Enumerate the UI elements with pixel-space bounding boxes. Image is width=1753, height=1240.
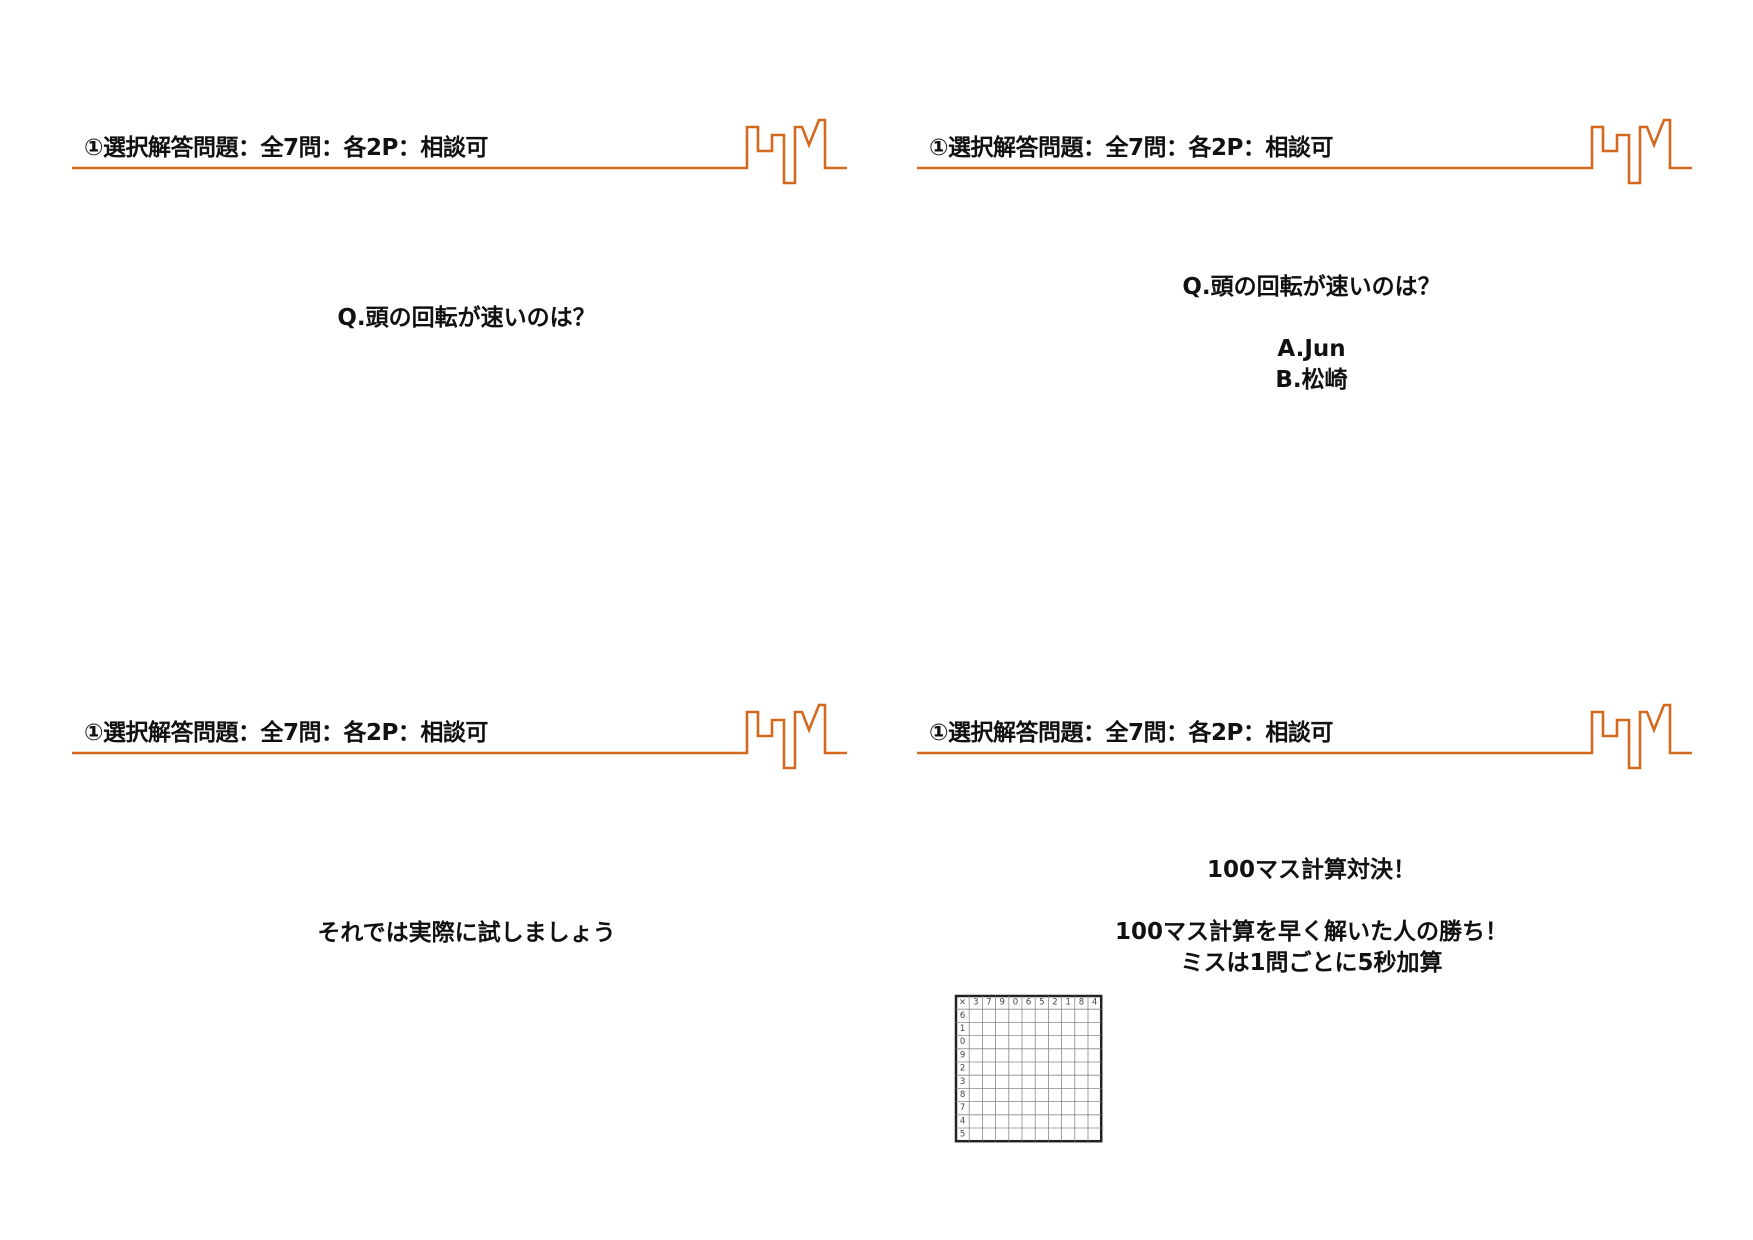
slide-header-title: ①選択解答問題：全7問：各2P：相談可 bbox=[929, 720, 1333, 746]
blank-line bbox=[929, 303, 1694, 334]
slide-3: ①選択解答問題：全7問：各2P：相談可 それでは実際に試しましょう bbox=[72, 585, 862, 1145]
header-skyline-line bbox=[917, 703, 1692, 770]
grid-top-number: 7 bbox=[986, 998, 991, 1008]
option-b: B.松崎 bbox=[1275, 367, 1348, 393]
grid-top-number: 3 bbox=[973, 998, 978, 1008]
rule-text: 100マス計算を早く解いた人の勝ち！ bbox=[1114, 919, 1508, 945]
slide-header-title: ①選択解答問題：全7問：各2P：相談可 bbox=[84, 135, 488, 161]
grid-top-number: 2 bbox=[1052, 998, 1057, 1008]
option-a: A.Jun bbox=[1277, 336, 1346, 362]
grid-top-number: 0 bbox=[1013, 998, 1018, 1008]
grid-left-number: 5 bbox=[960, 1130, 965, 1140]
slide-body: Q.頭の回転が速いのは？ A.Jun B.松崎 bbox=[929, 272, 1694, 396]
grid-left-number: 8 bbox=[960, 1090, 965, 1100]
slide-2: ①選択解答問題：全7問：各2P：相談可 Q.頭の回転が速いのは？ A.Jun B… bbox=[917, 0, 1707, 560]
header-skyline-line bbox=[917, 118, 1692, 185]
grid-left-number: 3 bbox=[960, 1077, 965, 1087]
slide-body: Q.頭の回転が速いのは？ bbox=[84, 303, 849, 334]
header-skyline-line bbox=[72, 703, 847, 770]
grid-top-number: 4 bbox=[1092, 998, 1097, 1008]
grid-left-number: 6 bbox=[960, 1011, 965, 1021]
slide-body: 100マス計算対決！ 100マス計算を早く解いた人の勝ち！ ミスは1問ごとに5秒… bbox=[929, 855, 1694, 979]
grid-top-number: 5 bbox=[1039, 998, 1044, 1008]
penalty-text: ミスは1問ごとに5秒加算 bbox=[1180, 950, 1443, 976]
grid-outer-border bbox=[954, 994, 1103, 1143]
slide-4: ①選択解答問題：全7問：各2P：相談可 100マス計算対決！ 100マス計算を早… bbox=[917, 585, 1707, 1145]
grid-left-number: 1 bbox=[960, 1024, 965, 1034]
grid-top-number: 9 bbox=[999, 998, 1004, 1008]
grid-left-number: 4 bbox=[960, 1116, 965, 1126]
grid-top-number: 8 bbox=[1079, 998, 1084, 1008]
challenge-title: 100マス計算対決！ bbox=[1206, 857, 1416, 883]
slide-1: ①選択解答問題：全7問：各2P：相談可 Q.頭の回転が速いのは？ bbox=[72, 0, 862, 560]
grid-corner-symbol: × bbox=[959, 998, 966, 1008]
slide-body: それでは実際に試しましょう bbox=[84, 918, 849, 949]
grid-left-number: 0 bbox=[960, 1037, 965, 1047]
slide-header-title: ①選択解答問題：全7問：各2P：相談可 bbox=[84, 720, 488, 746]
header-skyline-line bbox=[72, 118, 847, 185]
grid-left-number: 7 bbox=[960, 1103, 965, 1113]
question-text: Q.頭の回転が速いのは？ bbox=[1182, 274, 1441, 300]
blank-line bbox=[929, 886, 1694, 917]
slide-header-title: ①選択解答問題：全7問：各2P：相談可 bbox=[929, 135, 1333, 161]
question-text: Q.頭の回転が速いのは？ bbox=[337, 305, 596, 331]
instruction-text: それでは実際に試しましょう bbox=[317, 920, 616, 946]
grid-left-number: 2 bbox=[960, 1064, 965, 1074]
grid-left-number: 9 bbox=[960, 1050, 965, 1060]
grid-top-number: 1 bbox=[1065, 998, 1070, 1008]
grid-top-number: 6 bbox=[1026, 998, 1031, 1008]
